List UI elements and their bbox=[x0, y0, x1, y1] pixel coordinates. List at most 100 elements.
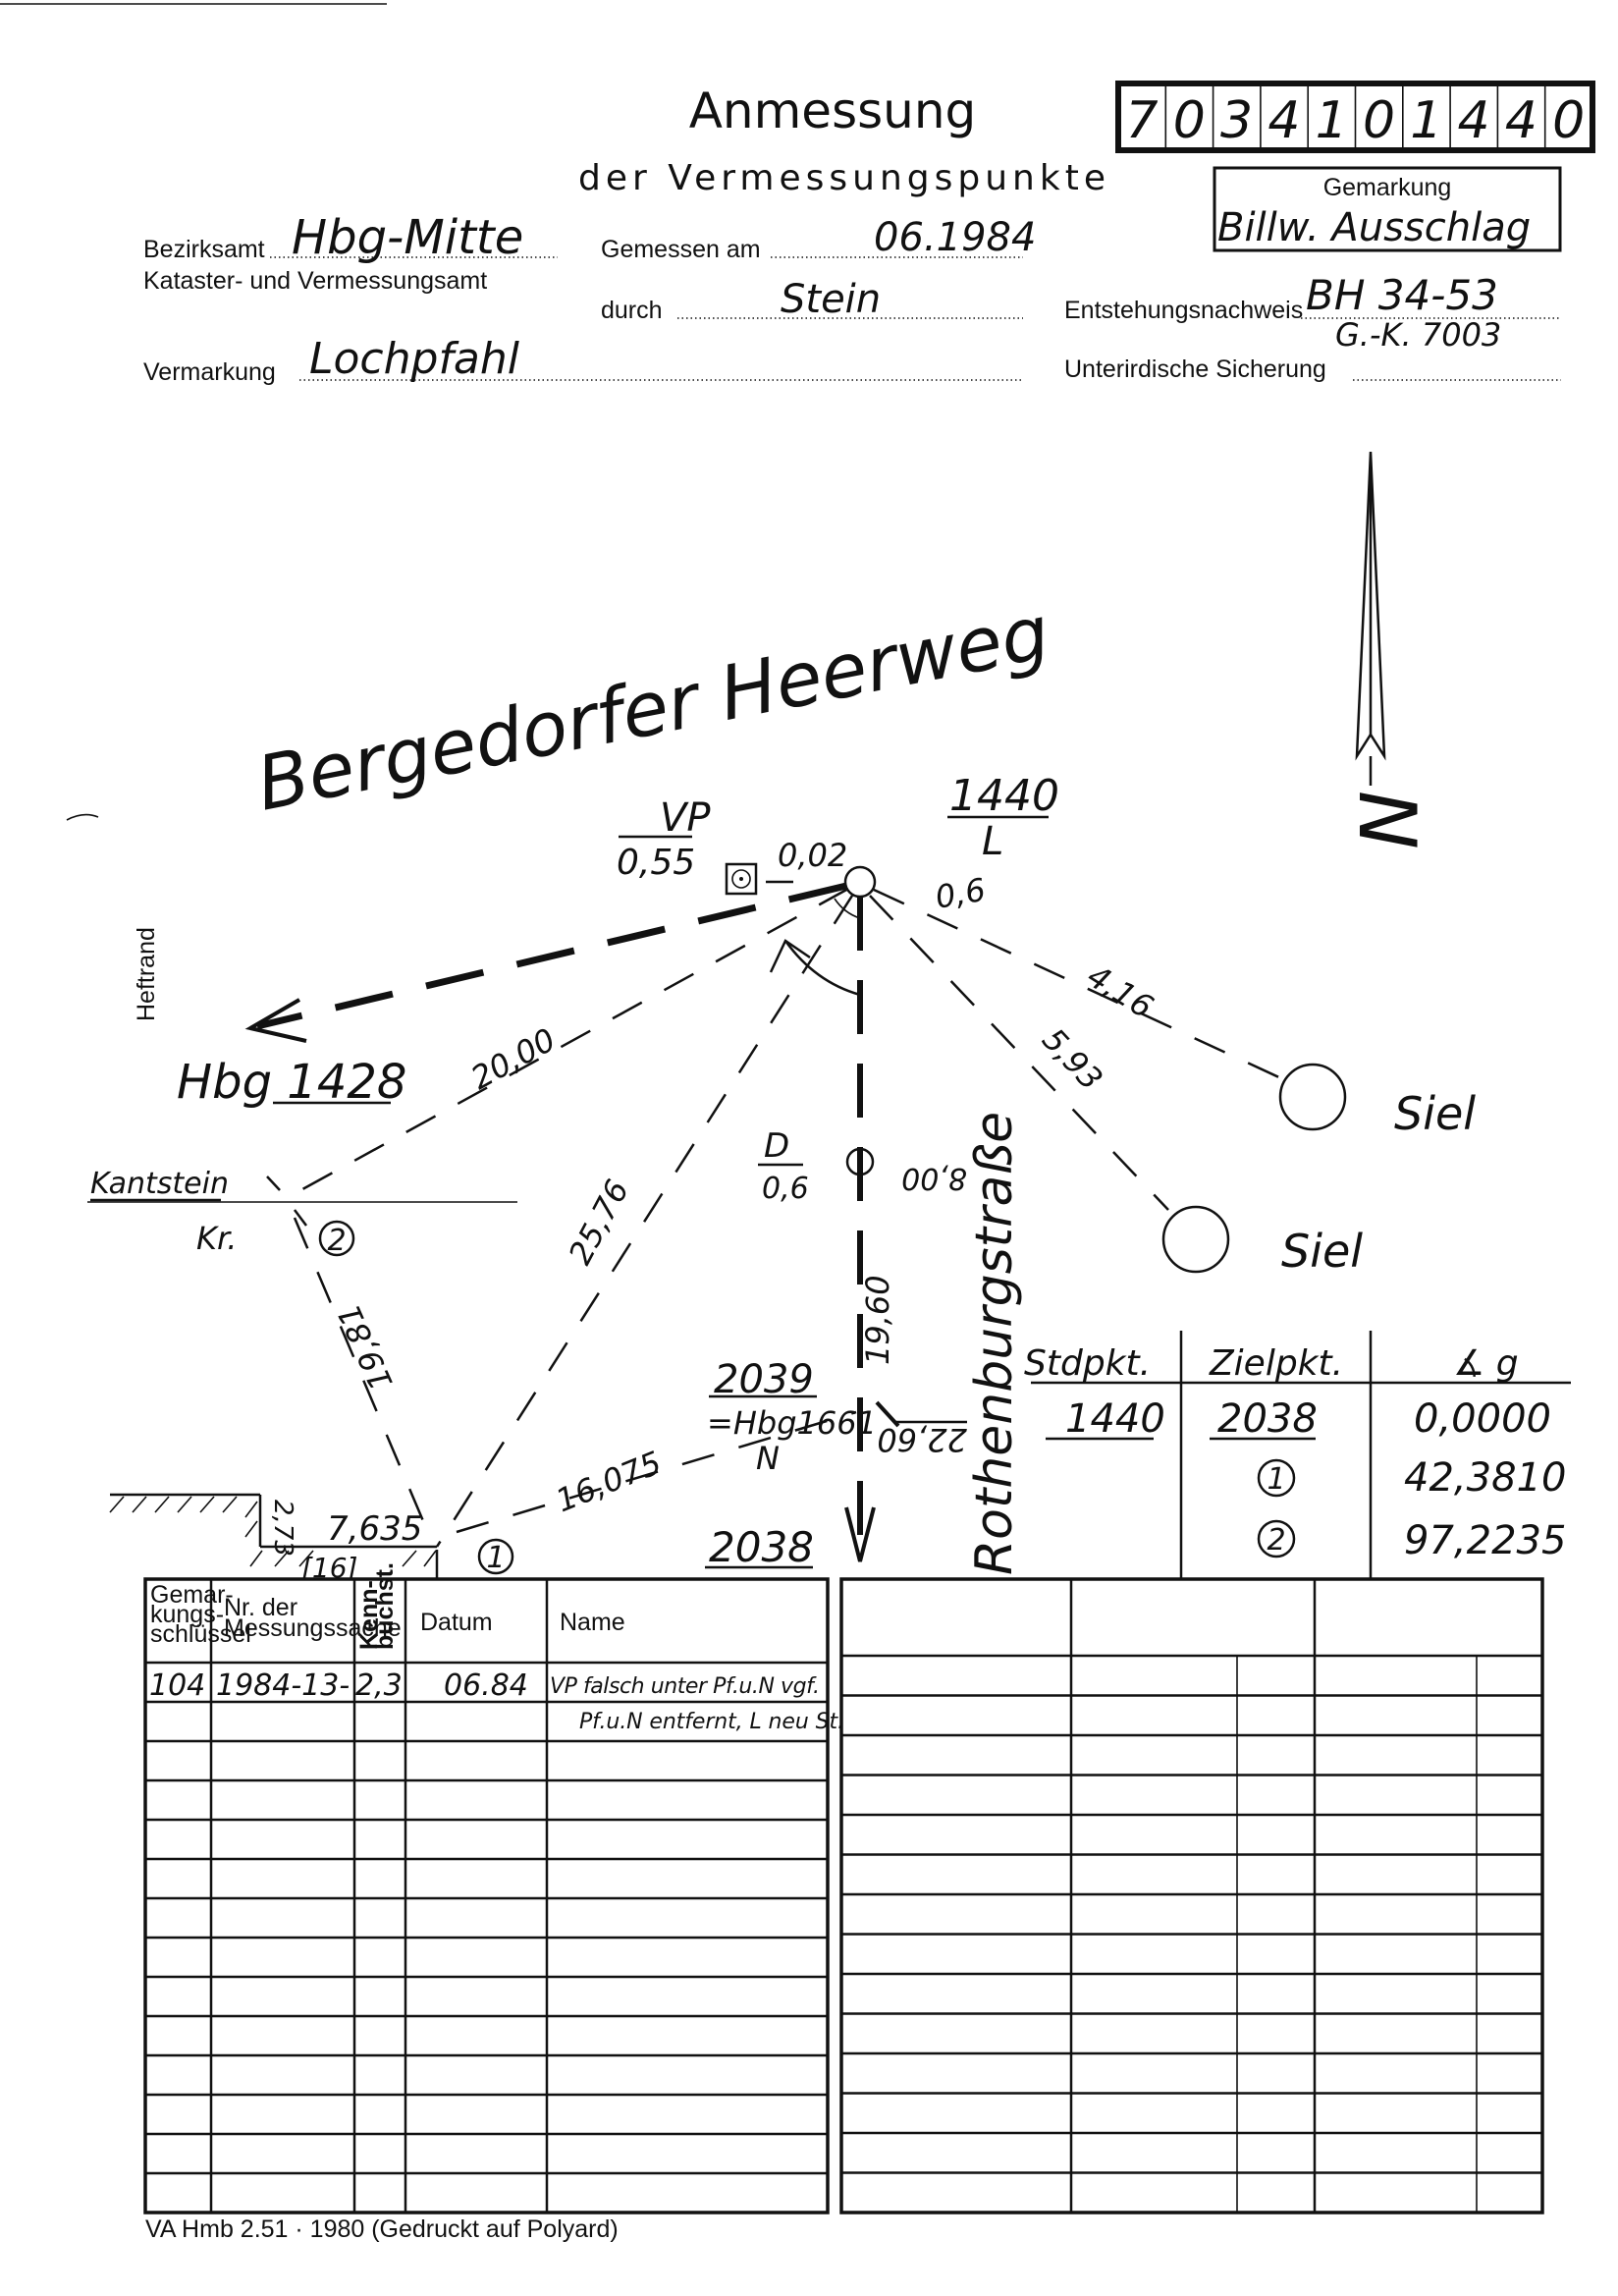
angle-cell: 2 bbox=[1267, 1523, 1285, 1558]
cell-gemarkung: 104 bbox=[149, 1668, 205, 1703]
dist-593: 5,93 bbox=[1035, 1021, 1109, 1098]
vp-value: 0,55 bbox=[617, 843, 695, 883]
angle-header-angle: ∡ g bbox=[1453, 1343, 1519, 1384]
angle-arc bbox=[783, 940, 861, 997]
arrowhead-hbg1428 bbox=[244, 998, 307, 1043]
angle-table: Stdpkt. Zielpkt. ∡ g 1440 2038 0,0000 1 … bbox=[1024, 1331, 1571, 1579]
line-1440-to-1 bbox=[435, 895, 854, 1548]
gemessen-label: Gemessen am bbox=[601, 236, 761, 263]
target-hbg1428: Hbg 1428 bbox=[177, 1055, 406, 1110]
punch-mark bbox=[66, 813, 99, 821]
cell-datum: 06.84 bbox=[444, 1668, 528, 1703]
north-arrow-icon bbox=[1355, 451, 1386, 786]
point-number-digit: 4 bbox=[1458, 91, 1490, 150]
point-number: 1440 bbox=[949, 771, 1059, 821]
dist-273: 2,73 bbox=[268, 1500, 297, 1557]
header-kennbuchst: buchst. bbox=[371, 1562, 399, 1650]
gemarkung-value: Billw. Ausschlag bbox=[1217, 205, 1531, 250]
kantstein-label: Kantstein bbox=[90, 1167, 229, 1201]
north-label: N bbox=[1341, 791, 1432, 849]
gemarkung-box: Gemarkung Billw. Ausschlag bbox=[1213, 166, 1562, 252]
angle-cell: 0,0000 bbox=[1414, 1396, 1551, 1442]
d-label: D bbox=[764, 1126, 789, 1166]
header-gemarkung: Gemar- bbox=[150, 1581, 234, 1609]
dist-1981: 19,81 bbox=[330, 1298, 401, 1395]
cell-nr: 1984-13- bbox=[216, 1668, 350, 1703]
dist-2260: 22,60 bbox=[877, 1421, 967, 1458]
dist-7635: 7,635 bbox=[327, 1509, 422, 1549]
point-2038: 2038 bbox=[709, 1523, 814, 1571]
siel-2-label: Siel bbox=[1281, 1225, 1363, 1278]
kataster-label: Kataster- und Vermessungsamt bbox=[143, 267, 487, 295]
header-gemarkung: kungs- bbox=[150, 1601, 224, 1628]
point-number-digit: 0 bbox=[1173, 91, 1206, 150]
point-number-digit: 7 bbox=[1125, 91, 1158, 150]
point-2-label: 2 bbox=[327, 1224, 346, 1258]
durch-label: durch bbox=[601, 297, 663, 324]
bezirksamt-label: Bezirksamt bbox=[143, 236, 265, 263]
form-footer: VA Hmb 2.51 · 1980 (Gedruckt auf Polyard… bbox=[145, 2215, 619, 2243]
angle-cell: 42,3810 bbox=[1404, 1455, 1566, 1501]
point-d bbox=[845, 1147, 875, 1176]
angle-header-zielpkt: Zielpkt. bbox=[1209, 1343, 1343, 1384]
header-nr: Messungssache bbox=[224, 1614, 402, 1642]
hbg1661-label: =Hbg1661 bbox=[707, 1404, 877, 1442]
angle-cell: 1440 bbox=[1065, 1396, 1165, 1442]
dist-2000: 20,00 bbox=[464, 1020, 562, 1097]
gemarkung-label: Gemarkung bbox=[1323, 174, 1452, 201]
line-to-hbg1428 bbox=[256, 882, 847, 1030]
entstehung-value: BH 34-53 bbox=[1306, 271, 1498, 319]
line-1-to-2039 bbox=[456, 1410, 857, 1534]
point-1-label: 1 bbox=[486, 1541, 505, 1575]
dist-16075: 16,075 bbox=[551, 1444, 667, 1519]
point-number-digit: 0 bbox=[1552, 91, 1585, 150]
street-rothenburgstrasse: Rothenburgstraße bbox=[965, 1112, 1024, 1575]
header-nr: Nr. der bbox=[224, 1594, 297, 1621]
unterirdisch-label: Unterirdische Sicherung bbox=[1064, 355, 1326, 383]
point-number-digit: 4 bbox=[1267, 91, 1300, 150]
cell-kennbuchst: 2,3 bbox=[355, 1668, 403, 1703]
cell-name: VP falsch unter Pf.u.N vgf. bbox=[550, 1674, 820, 1699]
angle-cell: 2038 bbox=[1217, 1396, 1318, 1442]
entstehung-label: Entstehungsnachweis bbox=[1064, 297, 1303, 324]
point-2-circle bbox=[318, 1220, 355, 1257]
line-to-siel-1 bbox=[873, 888, 1284, 1081]
street-bergedorfer-heerweg: Bergedorfer Heerweg bbox=[249, 588, 1055, 828]
eccentric-value: 0,02 bbox=[778, 837, 847, 874]
ob-value: 0,6 bbox=[933, 871, 989, 916]
header-kennbuchst: Kenn- bbox=[355, 1580, 383, 1650]
dist-800: 8,00 bbox=[901, 1161, 967, 1195]
building-edge bbox=[109, 1493, 439, 1579]
header-name: Name bbox=[560, 1609, 625, 1636]
form-subtitle: der Vermessungspunkte bbox=[578, 158, 1110, 198]
form-title: Anmessung bbox=[689, 82, 977, 139]
angle-cell: 97,2235 bbox=[1404, 1518, 1566, 1563]
point-number-digit: 1 bbox=[1316, 91, 1348, 150]
siel-2-circle bbox=[1161, 1205, 1230, 1274]
vp-box-icon bbox=[725, 862, 758, 896]
siel-1-label: Siel bbox=[1394, 1087, 1476, 1140]
point-number-digit: 0 bbox=[1363, 91, 1395, 150]
angle-header-stdpkt: Stdpkt. bbox=[1024, 1343, 1151, 1384]
header-datum: Datum bbox=[420, 1609, 493, 1636]
point-mark: L bbox=[982, 819, 1003, 864]
point-number-digit: 4 bbox=[1505, 91, 1537, 150]
dist-2576: 25,76 bbox=[562, 1174, 637, 1271]
line-to-siel-2 bbox=[869, 895, 1169, 1211]
register-table: Gemar- kungs- schlüssel Nr. der Messungs… bbox=[143, 1562, 844, 2214]
bezirksamt-value: Hbg-Mitte bbox=[292, 210, 523, 265]
station-point-1440 bbox=[843, 865, 877, 899]
point-2039: 2039 bbox=[714, 1357, 814, 1402]
dist-1960: 19,60 bbox=[859, 1275, 896, 1365]
entstehung-value-2: G.-K. 7003 bbox=[1335, 316, 1501, 354]
vermarkung-label: Vermarkung bbox=[143, 358, 276, 386]
siel-1-circle bbox=[1278, 1063, 1347, 1131]
arrowhead-2038 bbox=[844, 1506, 876, 1562]
signature: Stein bbox=[781, 277, 881, 322]
header-gemarkung: schlüssel bbox=[150, 1620, 251, 1648]
line-1440-to-2 bbox=[284, 887, 849, 1201]
cell-name-2: Pf.u.N entfernt, L neu St. bbox=[579, 1710, 844, 1734]
